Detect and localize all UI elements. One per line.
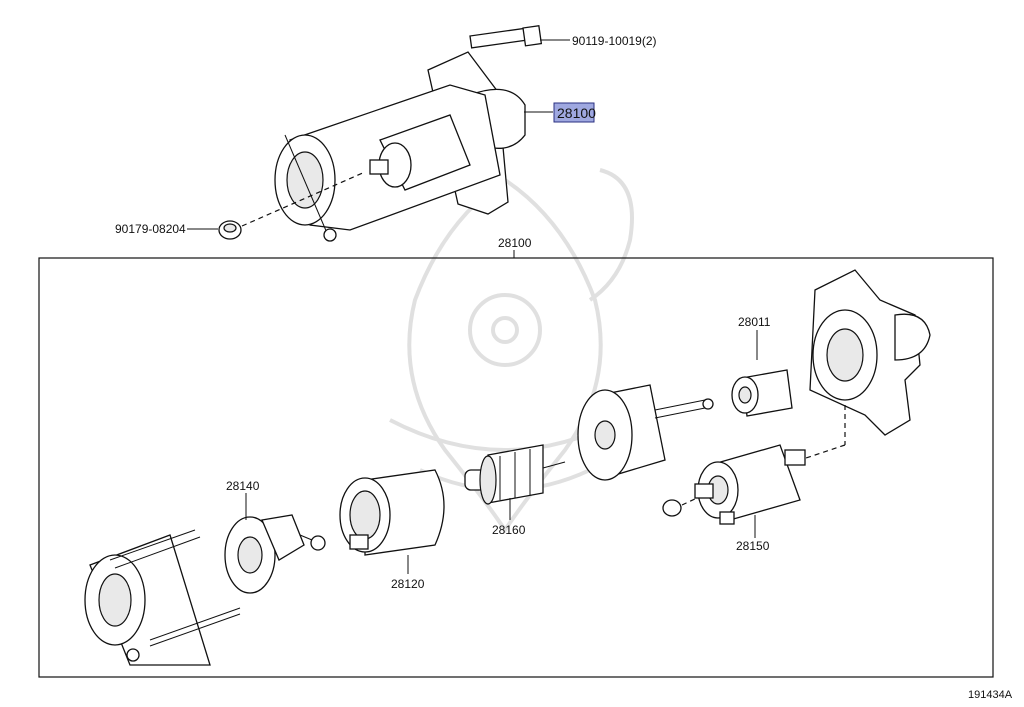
starter-assembly-drawing	[218, 25, 543, 242]
label-drive-gear: 28011	[738, 315, 771, 329]
drive-housing-part	[809, 269, 931, 436]
magnetic-switch-part	[694, 444, 806, 525]
label-group: 28100	[498, 236, 532, 250]
figure-code: 191434A	[968, 689, 1013, 701]
label-nut: 90179-08204	[115, 222, 186, 236]
brush-holder-part	[224, 514, 326, 594]
part-highlight-box[interactable]	[553, 102, 595, 123]
label-magnetic-switch: 28150	[736, 539, 770, 553]
label-armature: 28160	[492, 523, 526, 537]
drive-gear-part	[731, 369, 793, 417]
nut-part	[218, 220, 242, 240]
yoke-part	[339, 469, 445, 556]
end-frame-part	[84, 529, 241, 666]
bolt-part	[469, 25, 543, 49]
label-starter-assembly[interactable]: 28100	[557, 105, 596, 121]
armature-part	[464, 444, 566, 505]
dash-small-nut	[681, 497, 698, 506]
group-frame	[38, 257, 994, 678]
label-bolt: 90119-10019(2)	[572, 34, 657, 48]
dash-housing-2	[799, 444, 846, 461]
label-brush-holder: 28140	[226, 479, 260, 493]
label-yoke: 28120	[391, 577, 425, 591]
housing-part	[577, 384, 714, 481]
small-nut-part	[662, 499, 682, 517]
